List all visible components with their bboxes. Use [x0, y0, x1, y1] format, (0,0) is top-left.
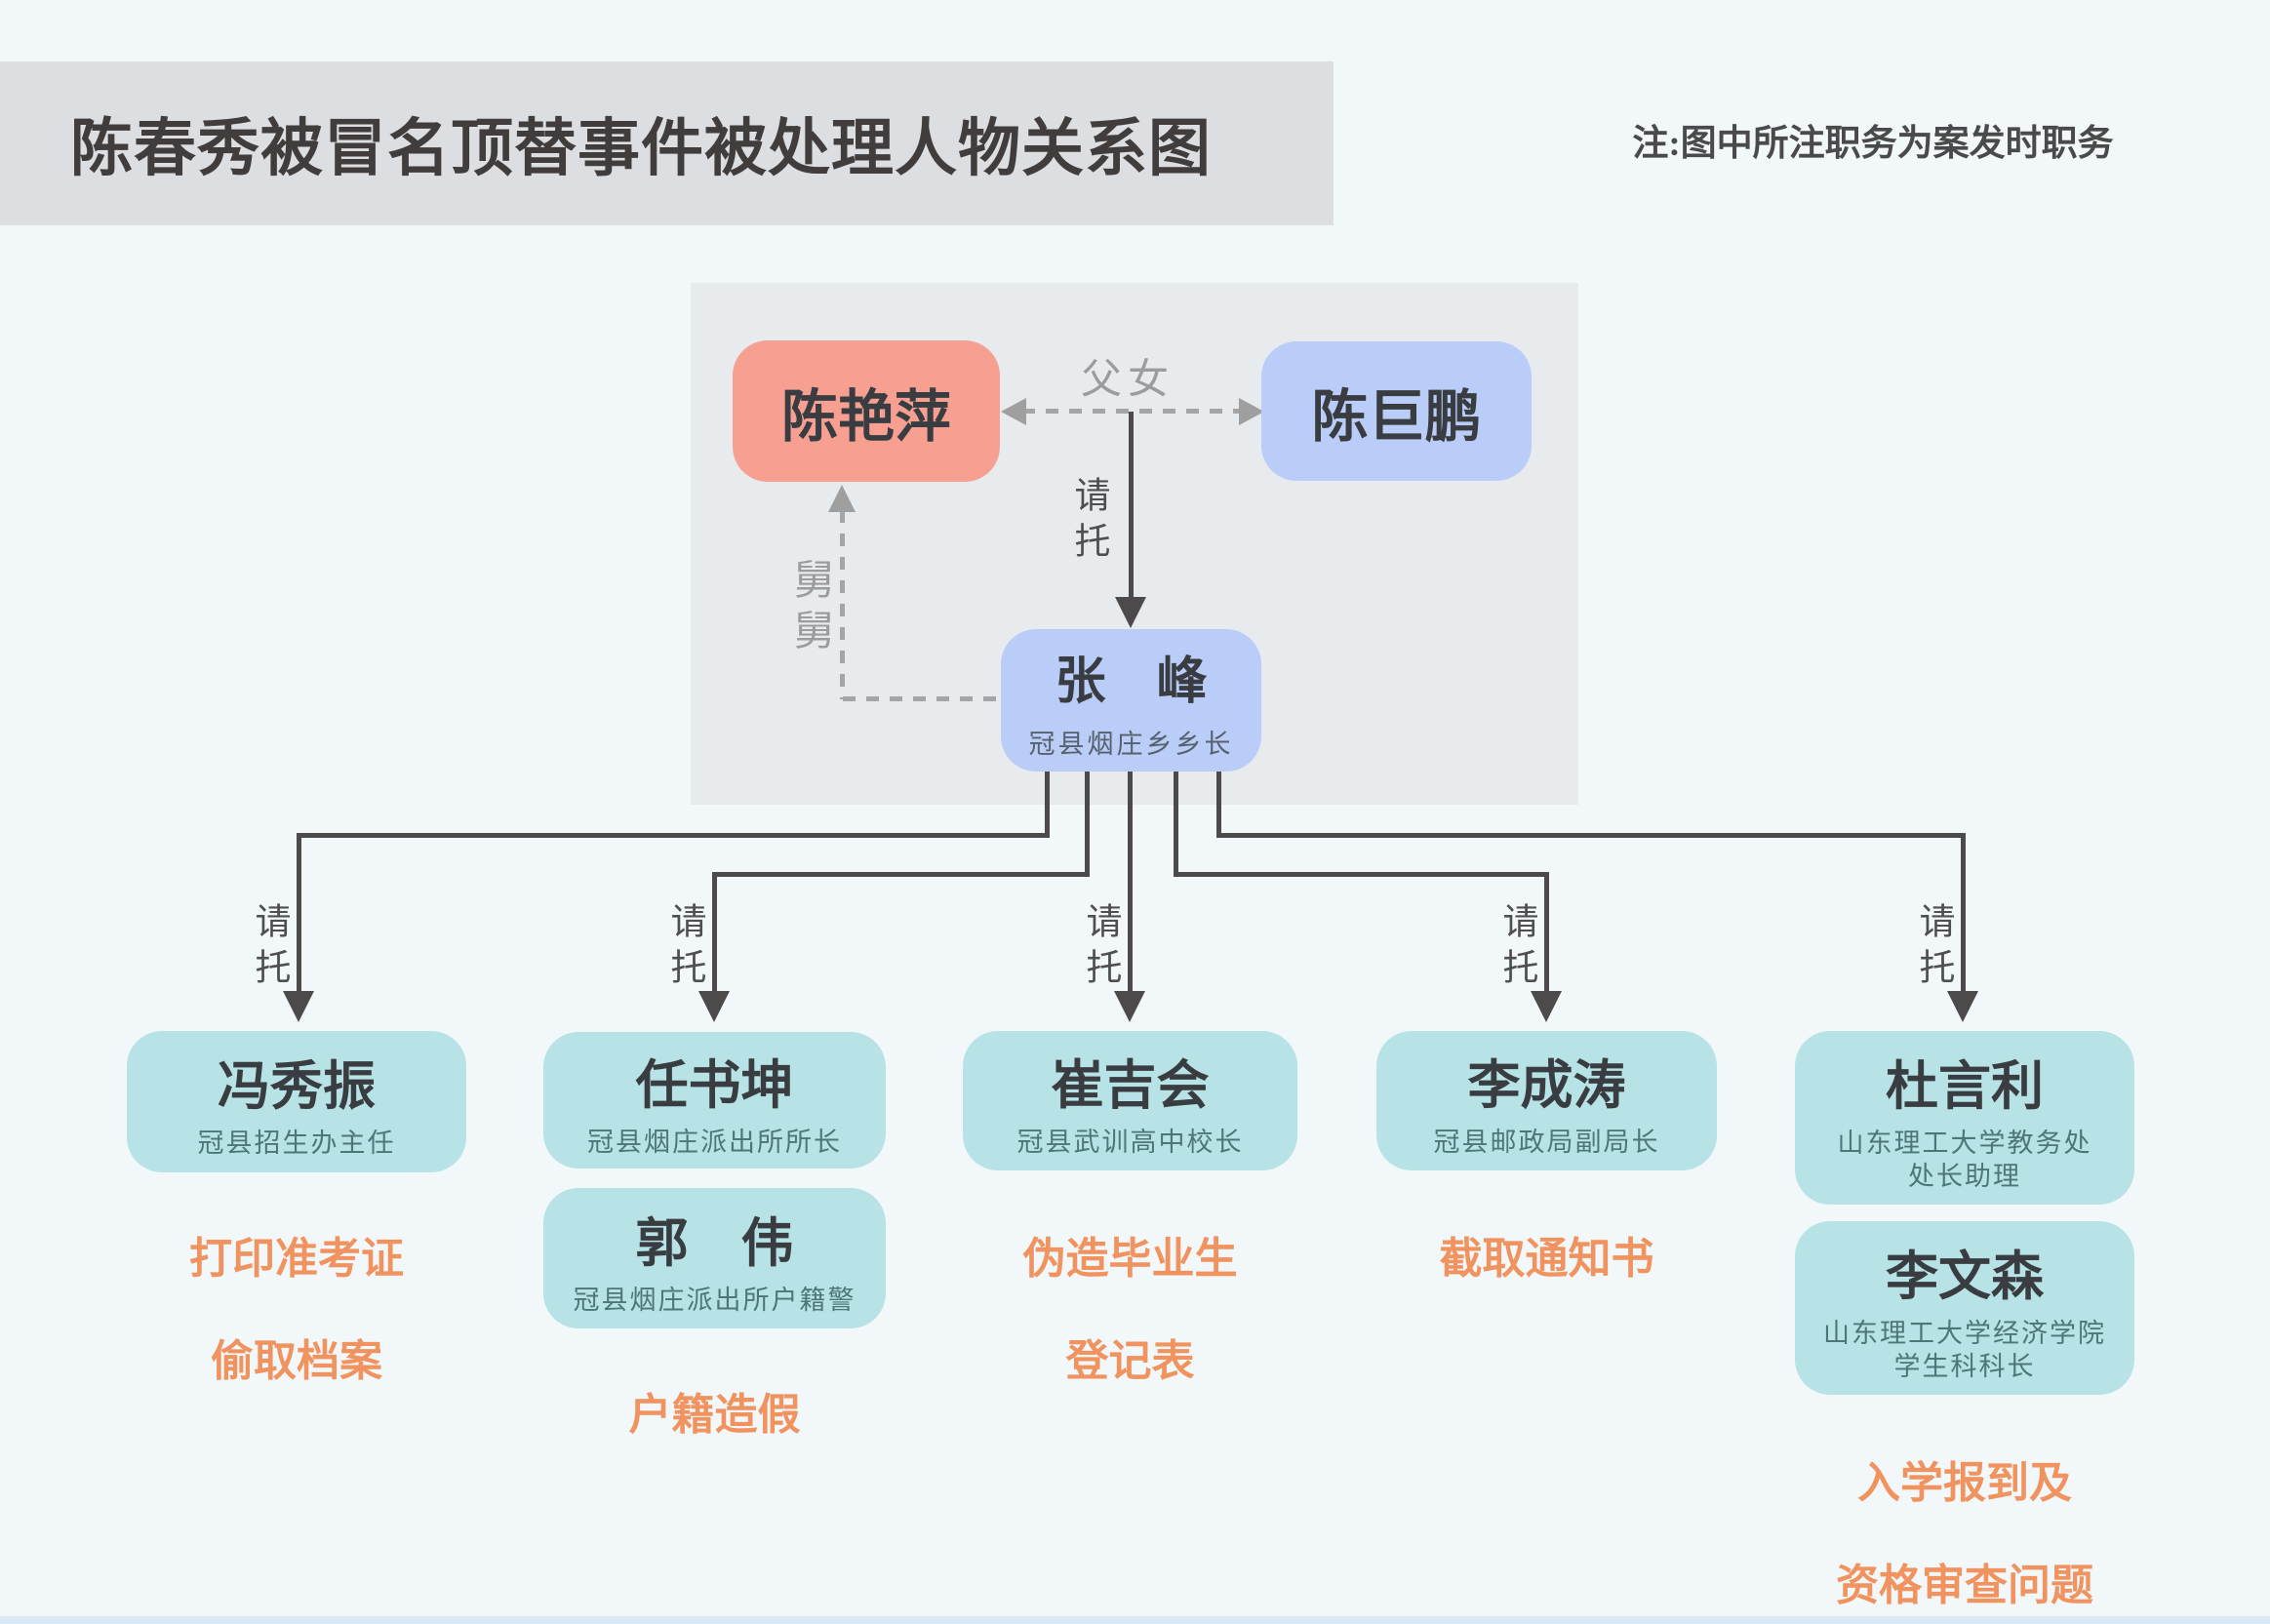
arrowhead-down-icon [1115, 597, 1146, 628]
arrowhead-left-icon [1001, 398, 1026, 425]
connector-col2-vertical [712, 872, 717, 993]
action-line: 入学报到及 [1857, 1458, 2072, 1507]
action-line: 伪造毕业生 [1022, 1234, 1238, 1283]
person-title: 冠县武训高中校长 [1016, 1128, 1244, 1158]
arrowhead-down-icon [1114, 991, 1145, 1022]
person-box-li-chengtao: 李成涛 冠县邮政局副局长 [1376, 1031, 1717, 1170]
arrowhead-right-icon [1239, 398, 1264, 425]
connector-col5-drop [1216, 772, 1221, 838]
person-name: 李文森 [1886, 1247, 2044, 1306]
action-line: 偷取档案 [211, 1337, 382, 1386]
person-box-feng-xiuzhen: 冯秀振 冠县招生办主任 [127, 1031, 466, 1172]
connector-col1-drop [1045, 772, 1050, 838]
person-title-line1: 山东理工大学教务处 [1837, 1128, 2092, 1158]
person-box-chen-yanping: 陈艳萍 [733, 340, 1000, 482]
person-box-chen-jupeng: 陈巨鹏 [1261, 341, 1532, 481]
person-title-line2: 处长助理 [1908, 1161, 2021, 1191]
person-title-line1: 山东理工大学经济学院 [1823, 1318, 2106, 1348]
bottom-strip [0, 1616, 2270, 1624]
entrust-label-col3: 请托 [1080, 902, 1120, 994]
person-name: 任书坤 [635, 1055, 794, 1115]
person-name: 陈巨鹏 [1311, 384, 1482, 449]
person-box-cui-jihui: 崔吉会 冠县武训高中校长 [963, 1031, 1297, 1170]
arrowhead-down-icon [283, 991, 314, 1022]
connector-col2-horizontal [712, 872, 1090, 877]
uncle-label: 舅舅 [787, 558, 832, 659]
person-name: 冯秀振 [218, 1057, 376, 1117]
entrust-top-line [1129, 412, 1134, 599]
person-box-du-yanli: 杜言利 山东理工大学教务处 处长助理 [1795, 1031, 2134, 1205]
father-daughter-label: 父女 [1081, 358, 1175, 403]
person-box-li-wensen: 李文森 山东理工大学经济学院 学生科科长 [1795, 1221, 2134, 1395]
connector-col1-horizontal [297, 833, 1050, 838]
entrust-label-col2: 请托 [664, 902, 704, 994]
uncle-dashed-horizontal [843, 696, 1001, 701]
action-line: 资格审查问题 [1836, 1562, 2093, 1610]
action-line: 截取通知书 [1439, 1234, 1654, 1283]
person-name: 陈艳萍 [780, 384, 951, 449]
title-band: 陈春秀被冒名顶替事件被处理人物关系图 [0, 61, 1334, 225]
action-line: 户籍造假 [628, 1390, 801, 1439]
action-line: 打印准考证 [189, 1234, 404, 1283]
arrowhead-down-icon [1947, 991, 1978, 1022]
connector-col5-horizontal [1216, 833, 1966, 838]
action-line: 登记表 [1065, 1337, 1195, 1386]
person-title-line2: 学生科科长 [1893, 1351, 2036, 1381]
uncle-dashed-vertical [840, 510, 845, 699]
person-name: 崔吉会 [1051, 1056, 1210, 1116]
entrust-top-label: 请托 [1068, 476, 1108, 568]
person-title: 冠县邮政局副局长 [1433, 1128, 1660, 1158]
entrust-label-col5: 请托 [1913, 902, 1953, 994]
action-text-col4: 截取通知书 [1376, 1182, 1717, 1336]
note-text: 注:图中所注职务为案发时职务 [1632, 124, 2114, 164]
person-box-ren-shukun: 任书坤 冠县烟庄派出所所长 [543, 1032, 886, 1168]
arrowhead-down-icon [698, 991, 730, 1022]
person-name: 杜言利 [1886, 1056, 2044, 1116]
person-title: 冠县烟庄派出所所长 [587, 1127, 842, 1157]
entrust-label-col4: 请托 [1496, 902, 1536, 994]
arrowhead-down-icon [1531, 991, 1562, 1022]
person-name: 郭 伟 [635, 1213, 794, 1273]
connector-col4-vertical [1544, 872, 1549, 993]
father-daughter-dashed-line [1022, 409, 1245, 414]
action-text-col1: 打印准考证 偷取档案 [127, 1182, 466, 1440]
person-title: 冠县烟庄乡乡长 [1028, 730, 1234, 759]
person-name: 李成涛 [1467, 1056, 1626, 1116]
person-box-zhang-feng: 张 峰 冠县烟庄乡乡长 [1001, 629, 1261, 772]
action-text-col3: 伪造毕业生 登记表 [963, 1182, 1297, 1440]
person-title: 冠县烟庄派出所户籍警 [573, 1285, 856, 1315]
entrust-label-col1: 请托 [249, 902, 289, 994]
connector-col3-vertical [1128, 772, 1133, 993]
connector-col4-horizontal [1174, 872, 1549, 877]
person-name: 张 峰 [1055, 654, 1208, 710]
page-title: 陈春秀被冒名顶替事件被处理人物关系图 [70, 114, 1212, 183]
arrowhead-up-icon [828, 485, 856, 512]
connector-col5-vertical [1961, 833, 1966, 993]
action-text-col5: 入学报到及 资格审查问题 [1775, 1406, 2154, 1624]
connector-col4-drop [1174, 772, 1178, 877]
connector-col2-drop [1085, 772, 1090, 877]
person-box-guo-wei: 郭 伟 冠县烟庄派出所户籍警 [543, 1188, 886, 1328]
action-text-col2: 户籍造假 [543, 1338, 886, 1492]
connector-col1-vertical [297, 833, 301, 993]
person-title: 冠县招生办主任 [197, 1129, 396, 1159]
